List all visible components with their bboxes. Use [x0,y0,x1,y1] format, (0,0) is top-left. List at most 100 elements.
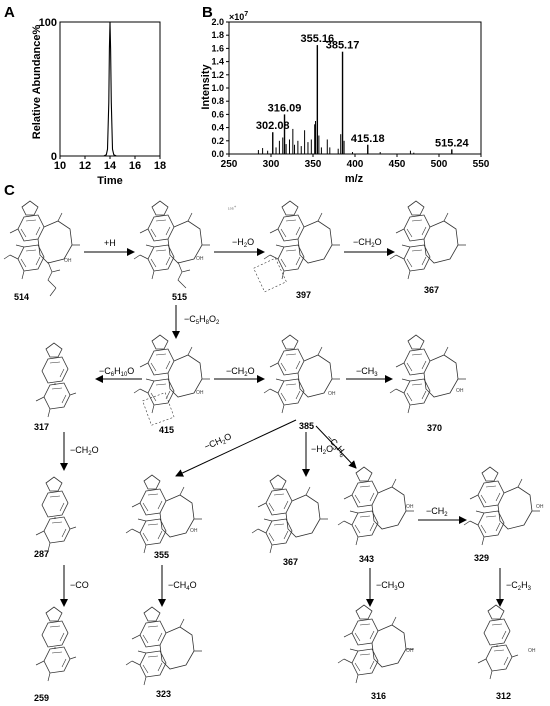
spectrum-peak-label: 355.16 [301,33,335,45]
svg-text:OH: OH [196,390,204,396]
step-ch2o-4: −CH2O [203,431,234,454]
step-plus-h: +H [104,238,116,248]
compound-323: 323 [156,689,171,699]
svg-text:OH: OH [328,391,336,397]
spectrum-xlabel: m/z [345,173,364,185]
compound-367-mid: 367 [283,557,298,567]
step-ch2o-1: −CH2O [353,237,382,249]
molecule-415: OH [133,334,211,426]
molecule-514: OH [3,200,81,297]
svg-text:OH: OH [64,258,72,264]
molecule-329: OH [463,466,544,546]
molecule-370: OH [389,334,467,414]
spectrum-ytick-label: 0.0 [211,149,224,159]
compound-316: 316 [371,691,386,701]
spectrum-ytick-label: 0.4 [211,123,224,133]
compound-370: 370 [427,423,442,433]
arrow-385-343 [315,425,357,469]
compound-355: 355 [154,550,169,560]
molecule-259 [35,606,77,682]
step-h2o-2: −H2O [311,444,333,456]
spectrum-ylabel: Intensity [200,64,212,110]
chromatogram-xtick-label: 14 [104,160,117,172]
molecule-515: OH [133,200,211,289]
svg-text:OH: OH [406,648,414,654]
compound-397: 397 [296,290,311,300]
spectrum-xtick-label: 450 [389,159,406,170]
spectrum-xtick-label: 250 [221,159,238,170]
compound-259: 259 [34,693,49,703]
molecule-316: OH [337,604,415,684]
compound-385: 385 [299,421,314,431]
spectrum-ytick-label: 0.8 [211,96,224,106]
spectrum-multiplier: ×107 [229,11,248,22]
spectrum-ytick-label: 0.6 [211,109,224,119]
chromatogram-ylabel: Relative Abundance% [31,25,43,140]
step-ch2: −CH2 [426,506,448,518]
spectrum-ytick-label: 0.2 [211,136,224,146]
spectrum-ytick-label: 1.0 [211,83,224,93]
spectrum-ytick-label: 1.8 [211,30,224,40]
spectrum-peak-label: 302.08 [256,120,290,132]
step-c5h8o2: −C5H8O2 [184,314,220,326]
spectrum-ytick-label: 1.2 [211,70,224,80]
step-ch2o-2: −CH2O [226,366,255,378]
molecule-397 [253,200,341,293]
svg-text:OH: OH [536,504,544,510]
step-ch2o-3: −CH2O [70,445,99,457]
step-ch4o: −CH4O [168,580,197,592]
arrow-385-355 [175,419,297,477]
svg-text:OH: OH [406,504,414,510]
spectrum-xtick-label: 400 [347,159,364,170]
svg-text:OH: OH [456,388,464,394]
molecule-355: OH [125,474,203,554]
spectrum-peak-label: 385.17 [326,40,360,52]
compound-329: 329 [474,553,489,563]
svg-text:OH: OH [528,648,536,654]
chromatogram-xlabel: Time [97,175,122,187]
molecule-323 [125,606,203,686]
step-h2o-1: −H2O [232,237,254,249]
molecule-385: OH [263,334,341,414]
molecule-343: OH [337,466,415,546]
step-co: −CO [70,580,89,590]
molecule-312: OH [477,604,536,680]
step-c2h3: −C2H3 [506,580,532,592]
molecule-317 [35,342,77,418]
step-ch3-1: −CH3 [356,366,378,378]
compound-312: 312 [496,691,511,701]
spectrum-peak-label: 415.18 [351,133,385,145]
compound-367-top: 367 [424,285,439,295]
spectrum-ytick-label: 2.0 [211,17,224,27]
chromatogram-ytick-label: 100 [39,17,57,29]
compound-515: 515 [172,292,187,302]
chromatogram-ytick-label: 0 [51,151,57,163]
compound-514: 514 [14,292,29,302]
spectrum-peak-label: 316.09 [268,102,302,114]
svg-text:OH: OH [190,528,198,534]
svg-text:OH: OH [196,256,204,262]
panel-a-label: A [4,4,15,21]
spectrum-xtick-label: 550 [473,159,490,170]
spectrum-xtick-label: 350 [305,159,322,170]
panel-c-label: C [4,182,15,199]
chromatogram-xtick-label: 12 [79,160,91,172]
spectrum-ytick-label: 1.6 [211,43,224,53]
panel-b-label: B [202,4,213,21]
compound-317: 317 [34,422,49,432]
faint-watermark: ₁₀₅⁺ [228,205,237,211]
molecule-287 [35,476,77,552]
compound-343: 343 [359,554,374,564]
chromatogram-trace [60,21,160,157]
molecule-367-top [389,200,467,280]
spectrum-xtick-label: 300 [263,159,280,170]
molecule-367-mid [251,474,329,554]
spectrum-peak-label: 515.24 [435,137,470,149]
step-ch3o: −CH3O [376,580,405,592]
spectrum-ytick-label: 1.4 [211,57,224,67]
compound-287: 287 [34,549,49,559]
chromatogram-xtick-label: 10 [54,160,66,172]
